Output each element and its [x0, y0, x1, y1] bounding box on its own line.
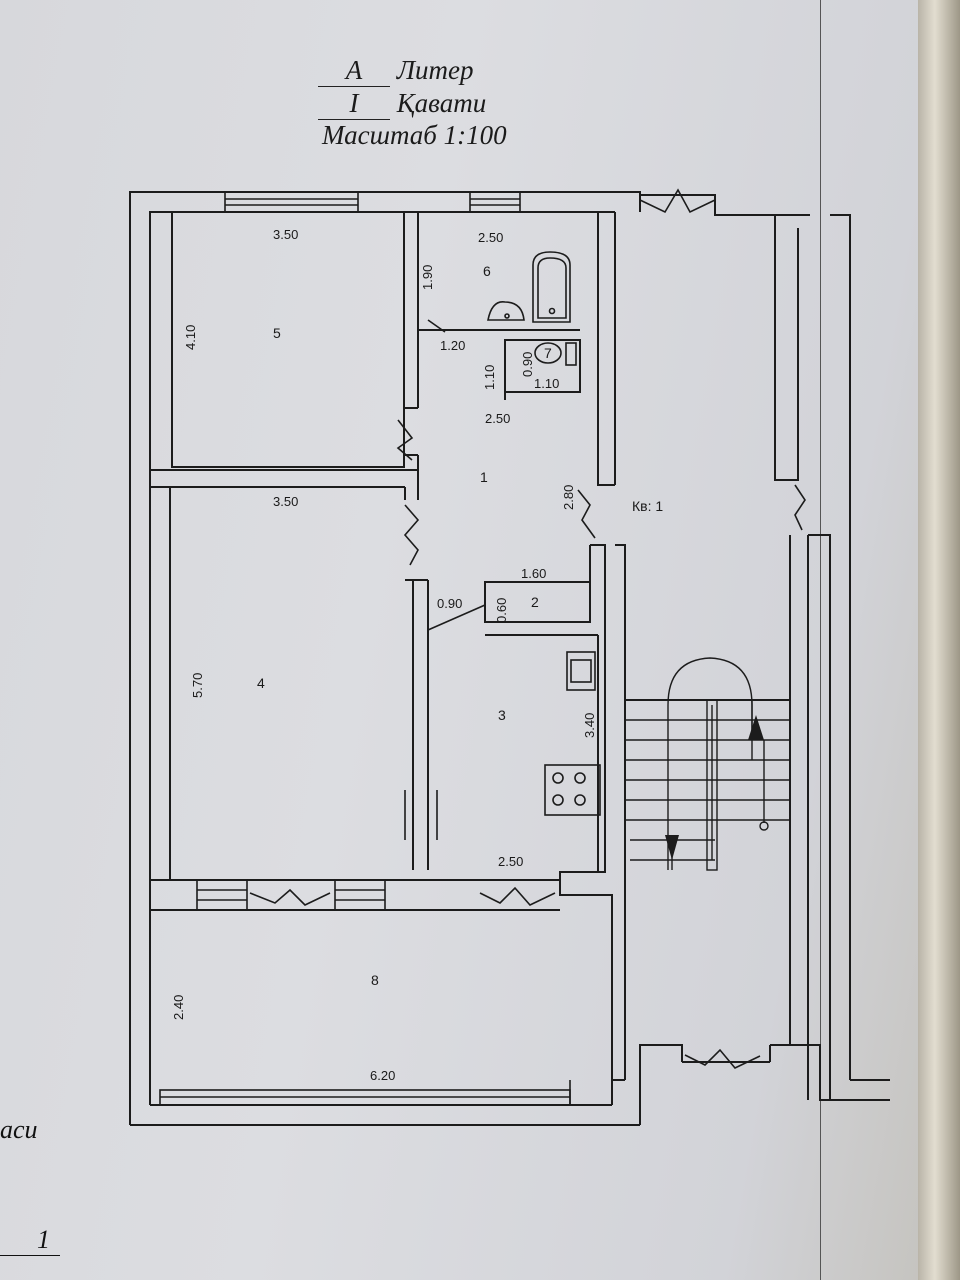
- dim-hall-width: 2.50: [485, 411, 510, 426]
- dim-r6-width: 2.50: [478, 230, 503, 245]
- floor-line: I Қавати: [318, 88, 486, 120]
- liter-label: Литер: [396, 55, 474, 85]
- dim-r7-width: 1.10: [534, 376, 559, 391]
- room-5-number: 5: [273, 325, 281, 341]
- doors: [249, 188, 806, 1069]
- side-text-number: 1: [0, 1225, 60, 1256]
- windows: [159, 191, 571, 1106]
- dim-r7-small: 0.90: [520, 352, 535, 377]
- dim-r6-door: 1.20: [440, 338, 465, 353]
- dim-r3-width: 2.50: [498, 854, 523, 869]
- paper-edge: [918, 0, 960, 1280]
- dim-hall-height: 2.80: [561, 485, 576, 510]
- liter-value: А: [318, 55, 390, 87]
- apartment-label: Кв: 1: [632, 498, 663, 514]
- dim-r4-width: 3.50: [273, 494, 298, 509]
- dim-r8-height: 2.40: [171, 995, 186, 1020]
- dim-r6-height: 1.90: [420, 265, 435, 290]
- dim-r3-height: 3.40: [582, 713, 597, 738]
- dim-r2-door: 0.90: [437, 596, 462, 611]
- room-8-number: 8: [371, 972, 379, 988]
- frame-border-line: [820, 0, 821, 1280]
- dim-r5-height: 4.10: [183, 325, 198, 350]
- room-7-number: 7: [544, 345, 552, 361]
- room-2-number: 2: [531, 594, 539, 610]
- dim-r8-width: 6.20: [370, 1068, 395, 1083]
- dim-r2-width: 1.60: [521, 566, 546, 581]
- stair-arrows: [665, 715, 764, 860]
- room-4-number: 4: [257, 675, 265, 691]
- room-1-number: 1: [480, 469, 488, 485]
- side-text-word: аси: [0, 1115, 38, 1144]
- floor-value: I: [318, 88, 390, 120]
- dim-r7-height: 1.10: [482, 365, 497, 390]
- room-2-3-walls: [484, 545, 599, 872]
- liter-line: А Литер: [318, 55, 474, 87]
- floor-label: Қавати: [396, 88, 487, 118]
- dim-r2-height: 0.60: [494, 598, 509, 623]
- fixtures: [487, 251, 601, 816]
- room-6-number: 6: [483, 263, 491, 279]
- bathroom-walls: [418, 329, 581, 400]
- dim-r4-height: 5.70: [190, 673, 205, 698]
- dim-r5-width: 3.50: [273, 227, 298, 242]
- scale-label: Масштаб 1:100: [322, 120, 507, 150]
- room-3-number: 3: [498, 707, 506, 723]
